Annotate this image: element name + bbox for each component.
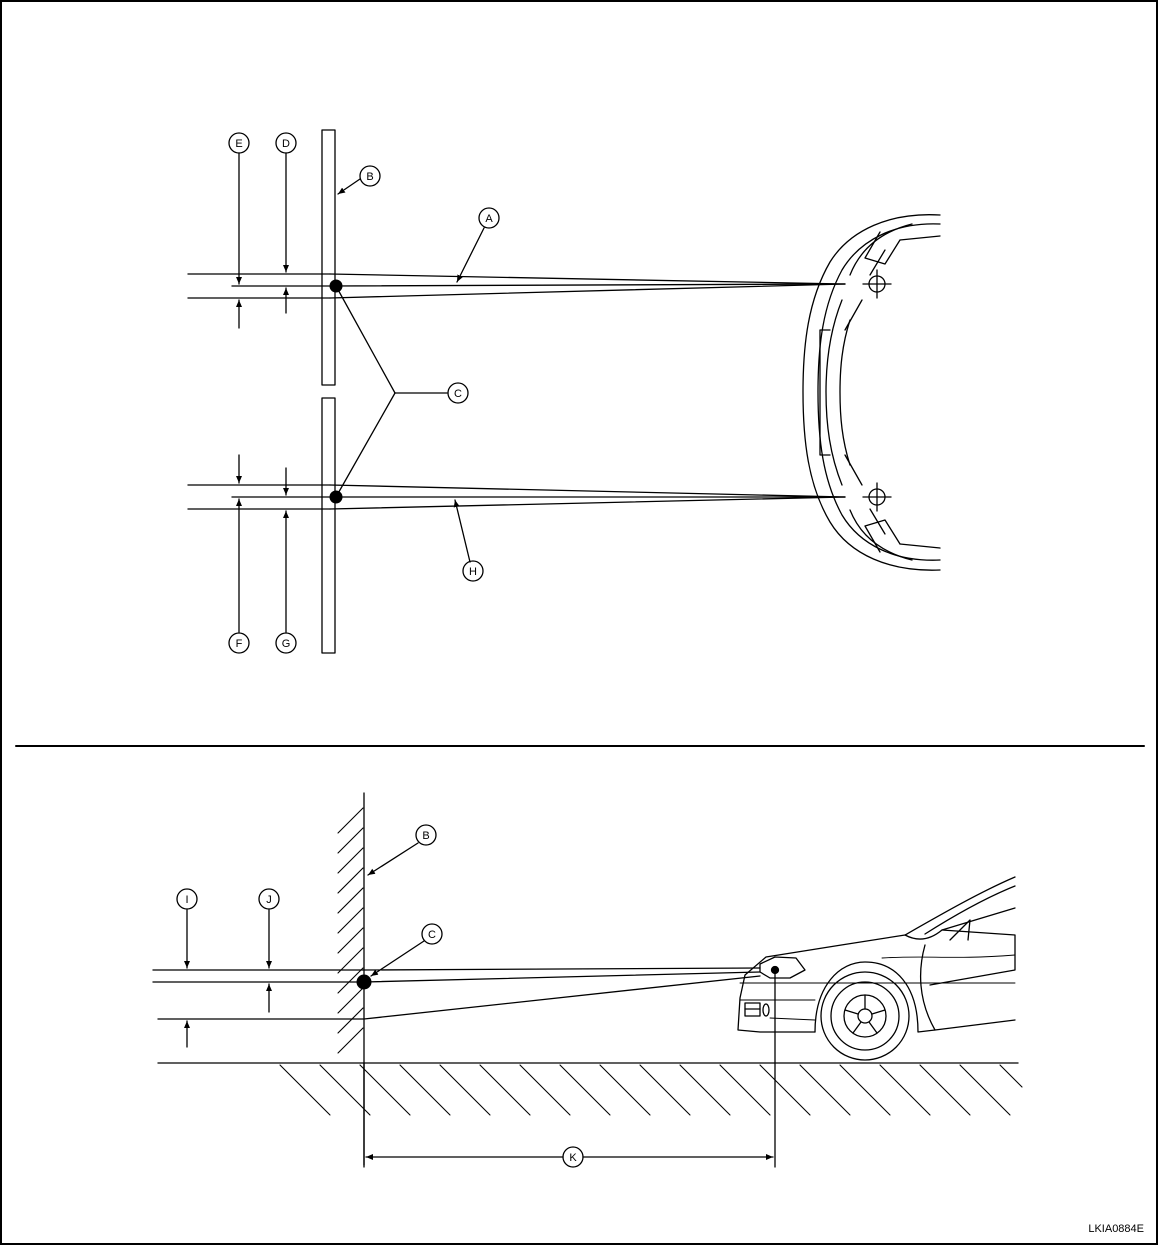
svg-text:D: D — [282, 138, 290, 150]
ground-hatching — [279, 1064, 1023, 1116]
arrow-a — [456, 227, 485, 283]
svg-text:G: G — [282, 638, 291, 650]
svg-text:J: J — [266, 894, 272, 906]
label-e: E — [228, 132, 250, 154]
label-h: H — [462, 560, 484, 582]
label-c-side: C — [421, 923, 443, 945]
arrow-b-side — [367, 842, 419, 876]
aiming-point-side — [356, 974, 372, 990]
label-c-top: C — [447, 382, 469, 404]
arrow-b-top — [337, 178, 361, 195]
reference-lines-lower — [187, 484, 331, 510]
side-view: B C I J K — [152, 792, 1023, 1168]
light-beams-lower — [329, 484, 846, 510]
car-side-view — [737, 876, 1016, 1061]
arrow-h — [453, 499, 471, 563]
screen-lower — [321, 397, 336, 654]
svg-text:A: A — [485, 213, 493, 225]
label-b-top: B — [359, 165, 381, 187]
label-a: A — [478, 207, 500, 229]
label-f: F — [228, 632, 250, 654]
svg-text:I: I — [185, 894, 188, 906]
top-view: E D B A C H F G — [187, 129, 941, 654]
svg-text:E: E — [235, 138, 242, 150]
svg-text:B: B — [422, 830, 429, 842]
svg-text:F: F — [236, 638, 243, 650]
svg-text:B: B — [366, 171, 373, 183]
light-beams-side — [363, 967, 761, 1020]
label-i: I — [176, 888, 198, 910]
light-beams-upper — [329, 273, 846, 299]
svg-text:K: K — [569, 1152, 577, 1164]
svg-text:C: C — [454, 388, 462, 400]
car-front-top-view — [802, 214, 941, 571]
screen-upper — [321, 129, 336, 386]
figure-code: LKIA0884E — [1088, 1223, 1144, 1235]
arrow-c-side — [370, 940, 425, 977]
label-g: G — [275, 632, 297, 654]
leader-c-top — [335, 285, 448, 498]
label-j: J — [258, 888, 280, 910]
label-k: K — [562, 1146, 584, 1168]
svg-text:C: C — [428, 929, 436, 941]
reference-lines-side — [152, 969, 365, 1020]
reference-lines-upper — [187, 273, 331, 299]
svg-text:H: H — [469, 566, 477, 578]
label-b-side: B — [415, 824, 437, 846]
label-d: D — [275, 132, 297, 154]
wall-hatching — [337, 807, 364, 1054]
